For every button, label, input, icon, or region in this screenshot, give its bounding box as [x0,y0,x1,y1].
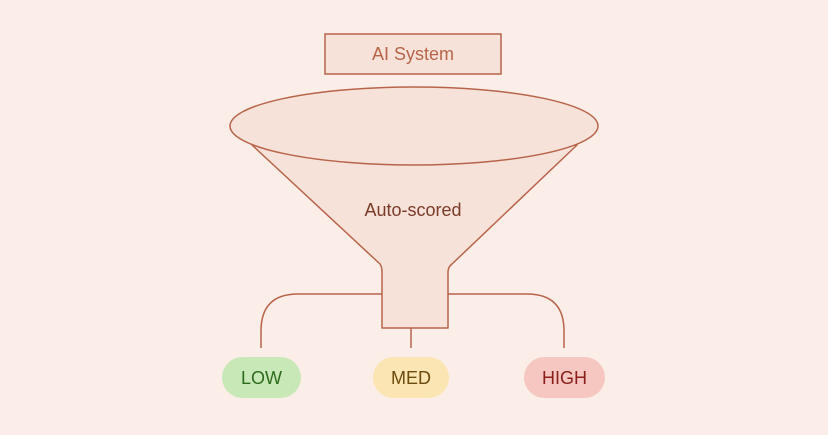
output-high: HIGH [524,357,605,398]
output-low: LOW [222,357,301,398]
output-med-pill [373,357,449,398]
output-high-label: HIGH [542,368,587,388]
funnel-label: Auto-scored [364,200,461,220]
output-med-label: MED [391,368,431,388]
connector-low [260,293,382,348]
source-box [324,33,502,75]
connector-high [448,293,565,348]
output-med: MED [373,357,449,398]
output-low-pill [222,357,301,398]
funnel-rim [229,86,599,166]
funnel: Auto-scored [229,86,599,329]
output-high-pill [524,357,605,398]
source-node: AI System [324,33,502,75]
source-label: AI System [372,44,454,64]
output-low-label: LOW [241,368,282,388]
connectors [260,293,565,348]
funnel-body [251,144,578,329]
